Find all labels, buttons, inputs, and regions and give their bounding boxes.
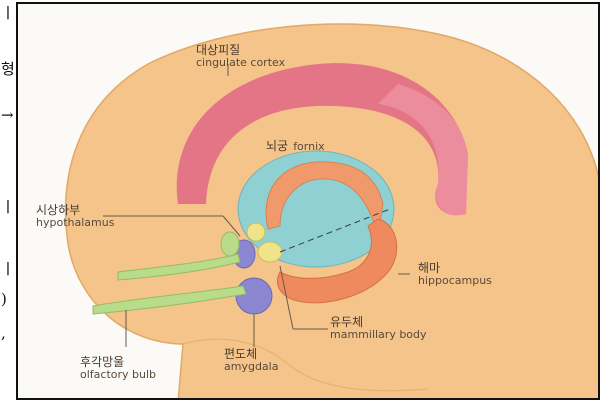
label-en: amygdala bbox=[224, 361, 278, 373]
margin-glyph: ㅣ bbox=[1, 200, 15, 215]
label-ko: 뇌궁 bbox=[266, 139, 288, 153]
label-hypothalamus: 시상하부 hypothalamus bbox=[36, 204, 114, 229]
label-en: mammillary body bbox=[330, 329, 427, 341]
margin-glyph: ) bbox=[1, 292, 7, 307]
amygdala bbox=[236, 278, 272, 314]
page-margin-text: ㅣ 형 → ㅣ ㅣ ) , bbox=[0, 0, 16, 402]
label-en: hippocampus bbox=[418, 275, 492, 287]
label-en: hypothalamus bbox=[36, 217, 114, 229]
mammillary-body bbox=[258, 242, 282, 262]
label-cingulate-cortex: 대상피질 cingulate cortex bbox=[196, 44, 285, 69]
label-en: cingulate cortex bbox=[196, 57, 285, 69]
margin-glyph: , bbox=[1, 326, 6, 341]
label-hippocampus: 해마 hippocampus bbox=[418, 262, 492, 287]
margin-glyph: → bbox=[1, 108, 14, 123]
label-amygdala: 편도체 amygdala bbox=[224, 348, 278, 373]
label-en: olfactory bulb bbox=[80, 369, 156, 381]
limbic-system-figure: 대상피질 cingulate cortex 뇌궁 fornix 시상하부 hyp… bbox=[16, 2, 600, 400]
label-olfactory-bulb: 후각망울 olfactory bulb bbox=[80, 356, 156, 381]
margin-glyph: 형 bbox=[1, 62, 15, 77]
margin-glyph: ㅣ bbox=[1, 262, 15, 277]
label-en: fornix bbox=[293, 140, 324, 153]
margin-glyph: ㅣ bbox=[1, 6, 15, 21]
label-mammillary-body: 유두체 mammillary body bbox=[330, 316, 427, 341]
olfactory-bulb-knob bbox=[221, 232, 239, 256]
limbic-system-illustration bbox=[18, 4, 600, 400]
mammillary-body-2 bbox=[247, 223, 265, 241]
label-fornix: 뇌궁 fornix bbox=[266, 136, 325, 154]
